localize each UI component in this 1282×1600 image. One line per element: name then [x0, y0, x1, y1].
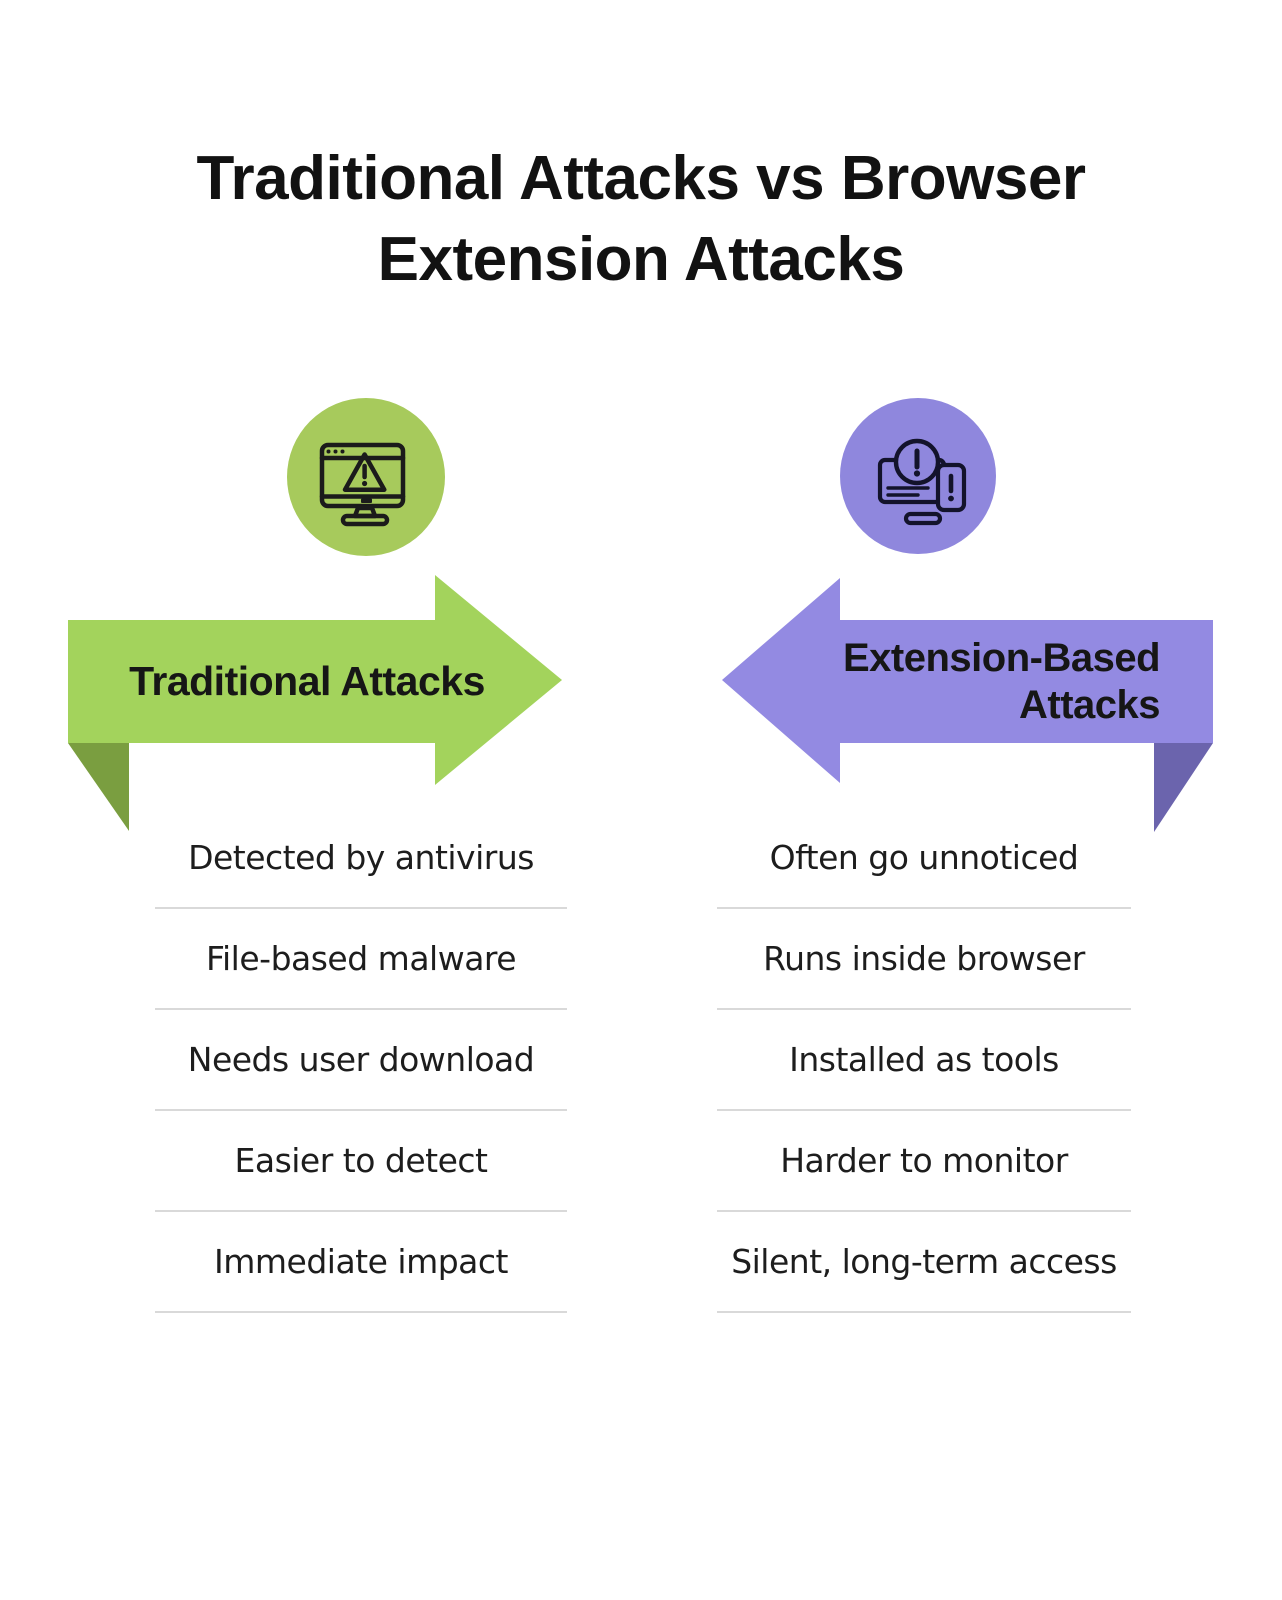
list-item: Harder to monitor	[717, 1111, 1131, 1212]
list-item: Needs user download	[155, 1010, 567, 1111]
traditional-arrow	[68, 575, 562, 831]
list-item: Silent, long-term access	[717, 1212, 1131, 1313]
extension-arrow-body	[722, 578, 1213, 783]
page-title: Traditional Attacks vs Browser Extension…	[0, 138, 1282, 300]
list-item: Easier to detect	[155, 1111, 567, 1212]
page-title-line1: Traditional Attacks vs Browser	[196, 144, 1086, 213]
extension-arrow-label-line2: Attacks	[1018, 682, 1161, 727]
extension-arrow-fold	[1154, 743, 1213, 832]
extension-arrow	[722, 578, 1213, 832]
monitor-warning-icon	[287, 398, 445, 556]
extension-arrow-label: Extension-Based Attacks	[800, 620, 1161, 743]
list-item: Often go unnoticed	[717, 808, 1131, 909]
traditional-arrow-label: Traditional Attacks	[129, 658, 485, 704]
devices-warning-icon	[840, 398, 996, 554]
list-item: Detected by antivirus	[155, 808, 567, 909]
list-item: File-based malware	[155, 909, 567, 1010]
list-item: Runs inside browser	[717, 909, 1131, 1010]
monitor-warning-glyph	[319, 442, 406, 527]
list-item: Installed as tools	[717, 1010, 1131, 1111]
traditional-list: Detected by antivirus File-based malware…	[155, 808, 567, 1313]
devices-warning-glyph-fills	[913, 470, 954, 502]
extension-arrow-label-line1: Extension-Based	[842, 635, 1161, 680]
traditional-arrow-body	[68, 575, 562, 785]
devices-warning-glyph	[877, 438, 967, 526]
page-title-line2: Extension Attacks	[377, 225, 905, 294]
traditional-arrow-fold	[68, 743, 129, 831]
monitor-warning-glyph-fills	[326, 449, 372, 503]
list-item: Immediate impact	[155, 1212, 567, 1313]
extension-list: Often go unnoticed Runs inside browser I…	[717, 808, 1131, 1313]
